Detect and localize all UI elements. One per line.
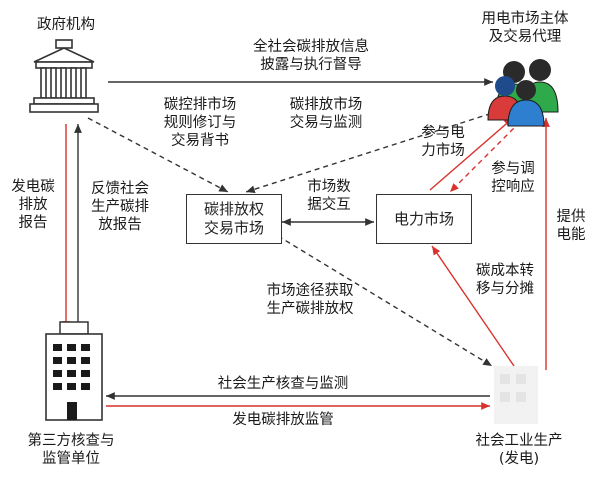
- label-join-power: 参与电 力市场: [421, 125, 465, 159]
- label-acquire-rights: 市场途径获取 生产碳排放权: [266, 283, 354, 317]
- label-feedback-report: 反馈社会 生产碳排 放报告: [91, 181, 149, 233]
- node-carbon-market: 碳排放权 交易市场: [186, 194, 282, 244]
- label-cost-transfer: 碳成本转 移与分摊: [476, 263, 534, 297]
- office-building-icon: [45, 321, 103, 421]
- label-gen-supervision: 发电碳排放监管: [232, 412, 334, 428]
- node-users: 用电市场主体 及交易代理: [481, 11, 569, 45]
- node-government: 政府机构: [37, 17, 95, 33]
- government-building-icon: [29, 39, 99, 113]
- label-verify-monitor: 社会生产核查与监测: [217, 376, 349, 392]
- label-rules: 碳控排市场 规则修订与 交易背书: [163, 97, 237, 149]
- label-demand-response: 参与调 控响应: [491, 161, 535, 195]
- edge-acquire-rights: [277, 235, 493, 367]
- factory-icon: [494, 366, 538, 424]
- label-gen-report: 发电碳 排放 报告: [11, 179, 55, 231]
- edge-demand-response: [449, 121, 521, 193]
- edge-cost-transfer: [431, 245, 515, 367]
- edge-trade-monitor: [245, 106, 509, 194]
- edge-join-power: [429, 117, 514, 191]
- label-supply-power: 提供 电能: [556, 209, 586, 243]
- node-industry: 社会工业生产 (发电): [475, 433, 563, 467]
- node-power-market: 电力市场: [376, 194, 472, 244]
- node-third-party: 第三方核查与 监管单位: [27, 433, 115, 467]
- people-group-icon: [487, 59, 559, 127]
- label-trade-monitor: 碳排放市场 交易与监测: [289, 97, 363, 131]
- label-data-exchange: 市场数 据交互: [307, 179, 351, 213]
- label-disclosure: 全社会碳排放信息 披露与执行督导: [253, 39, 369, 73]
